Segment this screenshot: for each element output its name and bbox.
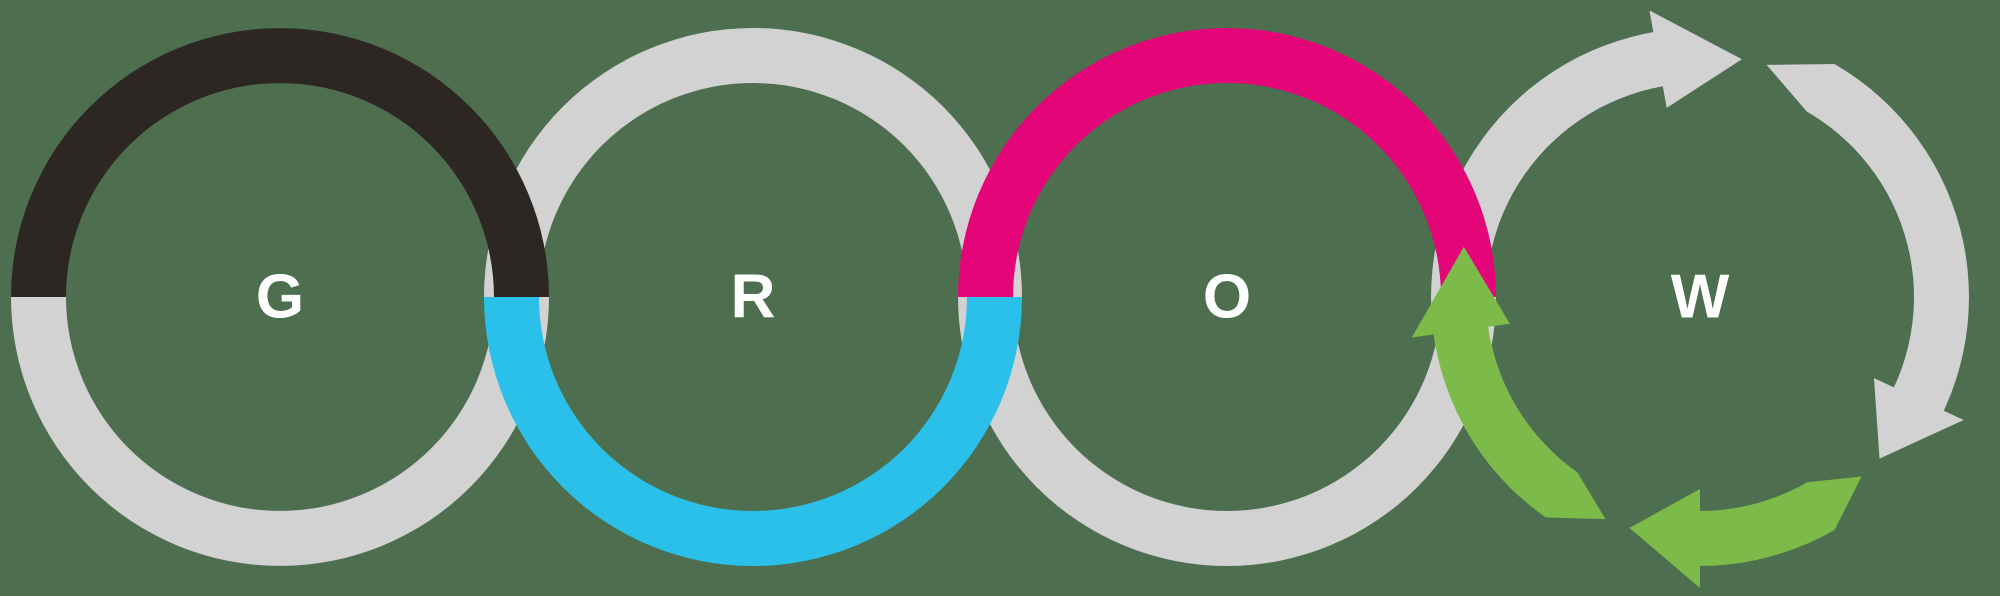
letter-o: O <box>1203 263 1251 332</box>
cycle-green-arrow-bottom-icon <box>1629 476 1862 588</box>
ring-g-bottom-gray-arc <box>11 297 549 566</box>
letter-w: W <box>1671 263 1730 332</box>
cycle-gray-arrow-top-icon <box>1431 10 1742 497</box>
ring-r-top-gray-arc <box>484 28 1022 297</box>
ring-g-top-dark-arc <box>11 28 549 298</box>
ring-r-bottom-blue-arc <box>484 297 1022 566</box>
ring-o-bottom-gray-arc <box>958 297 1496 566</box>
cycle-gray-arrow-right-icon <box>1766 64 1969 459</box>
ring-o-top-magenta-arc <box>958 28 1496 297</box>
letter-g: G <box>256 263 304 332</box>
letter-r: R <box>731 263 776 332</box>
cycle-green-arrow-left-icon <box>1411 246 1606 520</box>
